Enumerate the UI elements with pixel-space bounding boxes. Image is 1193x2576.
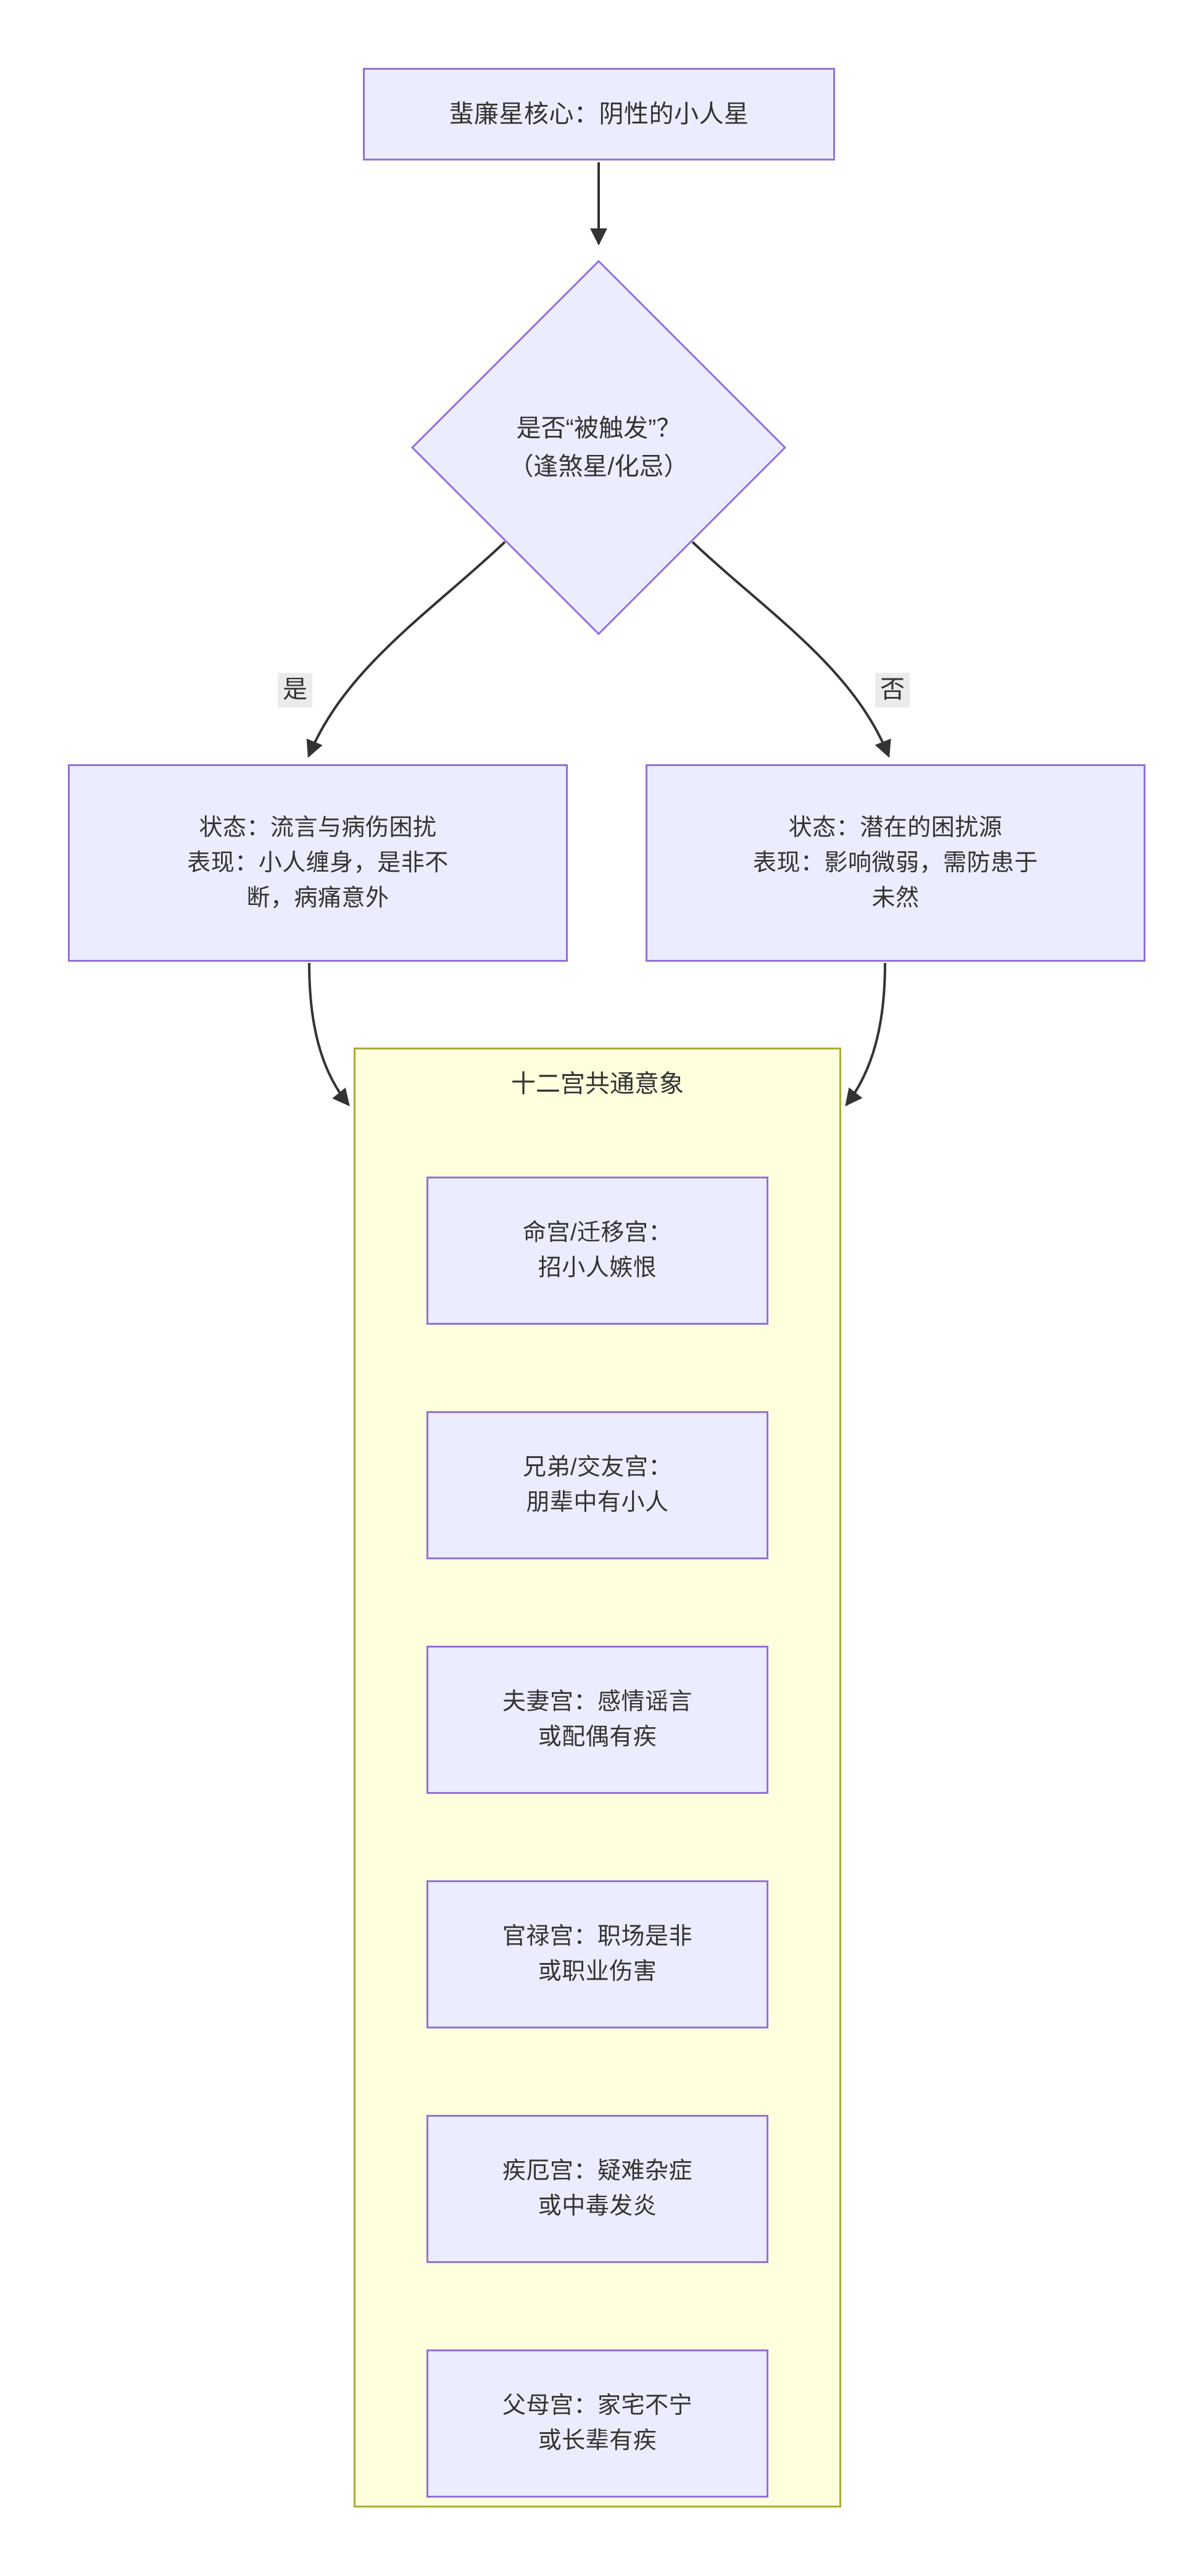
node-state-triggered-line-0: 状态：流言与病伤困扰: [199, 814, 437, 841]
edge-state-no-to-cluster: [845, 962, 886, 1107]
node-palace-health-line-1: 或中毒发炎: [538, 2193, 657, 2219]
cluster-twelve-palaces: 十二宫共通意象 命宫/迁移宫： 招小人嫉恨 兄弟/交友宫： 朋辈中有小人 夫妻宫…: [354, 1048, 841, 2507]
node-palace-parents[interactable]: 父母宫：家宅不宁 或长辈有疾: [426, 2349, 768, 2498]
node-state-latent-line-2: 未然: [871, 885, 920, 911]
node-palace-siblings-friends-line-1: 朋辈中有小人: [526, 1490, 669, 1515]
edge-label-yes: 是: [278, 673, 312, 707]
node-palace-life-travel-line-1: 招小人嫉恨: [538, 1255, 657, 1281]
node-palace-life-travel[interactable]: 命宫/迁移宫： 招小人嫉恨: [426, 1177, 768, 1325]
node-palace-career-line-0: 官禄宫：职场是非: [502, 1924, 692, 1949]
node-palace-life-travel-line-0: 命宫/迁移宫：: [522, 1220, 673, 1246]
node-state-triggered-line-1: 表现：小人缠身，是非不: [187, 849, 449, 876]
node-palace-siblings-friends-line-0: 兄弟/交友宫：: [522, 1454, 673, 1480]
node-palace-career[interactable]: 官禄宫：职场是非 或职业伤害: [426, 1880, 768, 2028]
node-state-latent-line-0: 状态：潜在的困扰源: [788, 814, 1003, 841]
node-decision-line-1: （逢煞星/化忌）: [509, 453, 689, 480]
node-decision[interactable]: 是否“被触发”？ （逢煞星/化忌）: [404, 253, 793, 642]
node-palace-spouse[interactable]: 夫妻宫：感情谣言 或配偶有疾: [426, 1646, 768, 1794]
node-decision-line-0: 是否“被触发”？: [516, 415, 681, 442]
node-palace-health-line-0: 疾厄宫：疑难杂症: [502, 2158, 692, 2184]
node-palace-parents-line-0: 父母宫：家宅不宁: [502, 2393, 692, 2419]
node-palace-health[interactable]: 疾厄宫：疑难杂症 或中毒发炎: [426, 2115, 768, 2263]
node-root-line-0: 蜚廉星核心：阴性的小人星: [449, 101, 749, 128]
node-root[interactable]: 蜚廉星核心：阴性的小人星: [363, 68, 835, 160]
node-palace-spouse-line-0: 夫妻宫：感情谣言: [502, 1689, 692, 1715]
node-palace-parents-line-1: 或长辈有疾: [538, 2428, 657, 2454]
node-palace-career-line-1: 或职业伤害: [538, 1959, 657, 1985]
node-state-latent-line-1: 表现：影响微弱，需防患于: [752, 849, 1038, 876]
node-state-triggered-line-2: 断，病痛意外: [246, 885, 389, 911]
node-palace-siblings-friends[interactable]: 兄弟/交友宫： 朋辈中有小人: [426, 1411, 768, 1559]
node-state-latent[interactable]: 状态：潜在的困扰源 表现：影响微弱，需防患于 未然: [646, 764, 1145, 962]
edge-state-yes-to-cluster: [308, 962, 350, 1107]
node-decision-text: 是否“被触发”？ （逢煞星/化忌）: [404, 253, 793, 642]
node-palace-spouse-line-1: 或配偶有疾: [538, 1724, 657, 1750]
cluster-title: 十二宫共通意象: [511, 1070, 684, 1098]
edge-label-no: 否: [875, 673, 910, 707]
node-state-triggered[interactable]: 状态：流言与病伤困扰 表现：小人缠身，是非不 断，病痛意外: [68, 764, 568, 962]
